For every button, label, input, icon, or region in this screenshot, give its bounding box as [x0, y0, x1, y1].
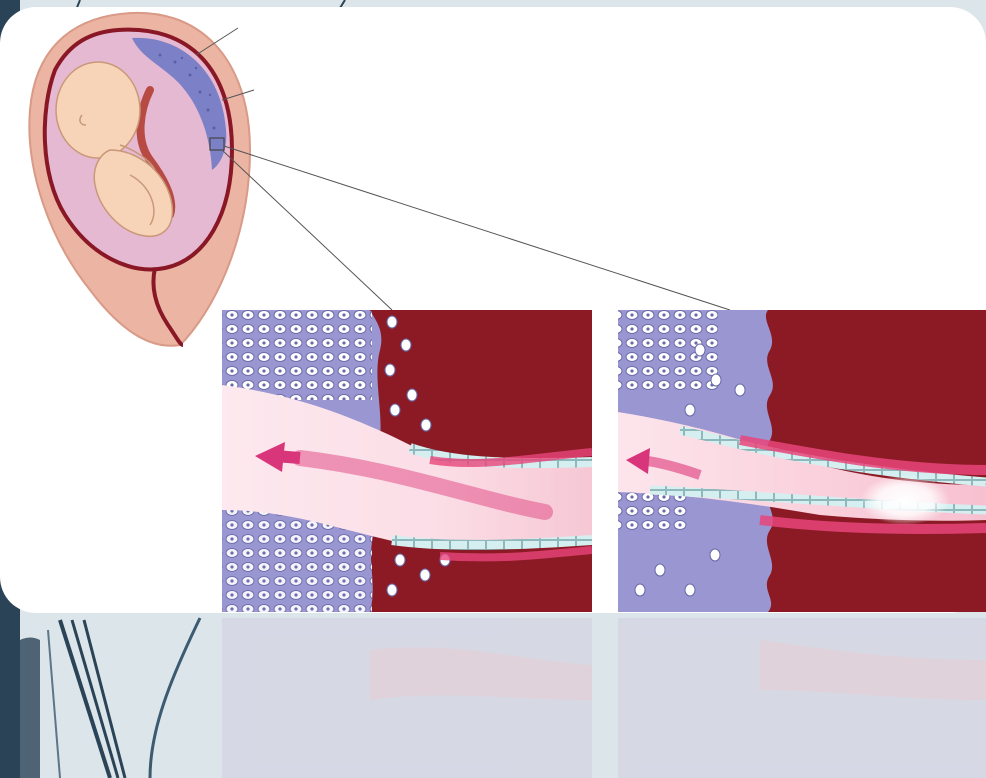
uterus-illustration — [29, 13, 730, 346]
panel-unremodeled-artery — [618, 310, 986, 612]
panel-remodeled-artery — [222, 310, 592, 612]
flow-jet-glow — [860, 475, 950, 525]
